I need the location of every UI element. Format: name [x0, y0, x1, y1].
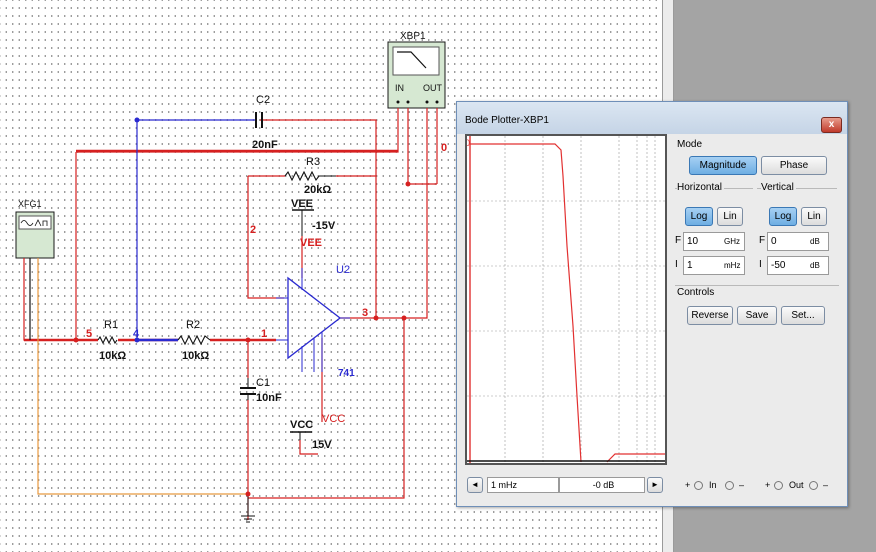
set-button[interactable]: Set...	[781, 306, 825, 325]
c2-label: C2	[256, 94, 270, 106]
schematic-wires: XBP1 IN OUT XFG1 C2 20nF R3 20kΩ VEE -15…	[15, 31, 447, 523]
node-3-label: 3	[362, 307, 368, 319]
xfg1-label: XFG1	[18, 199, 42, 209]
vee-voltage: -15V	[312, 220, 336, 232]
bode-plot-area[interactable]: 0	[465, 134, 667, 465]
r2-label: R2	[186, 319, 200, 331]
ground-symbol[interactable]	[241, 494, 255, 523]
out-plus-terminal-icon[interactable]	[774, 481, 783, 490]
out-minus-terminal-icon[interactable]	[809, 481, 818, 490]
waveform-icons	[20, 219, 48, 227]
c1-value: 10nF	[256, 392, 282, 404]
resistor-r3[interactable]	[284, 170, 336, 182]
magnitude-curve	[470, 143, 665, 463]
bode-in-plus-terminal[interactable]	[396, 100, 400, 104]
cursor-left-button[interactable]: ◄	[467, 477, 483, 493]
bode-instrument-curve-icon	[397, 51, 427, 69]
function-generator-display	[18, 215, 52, 230]
vertical-initial-input[interactable]: -50 dB	[767, 256, 829, 275]
r2-value: 10kΩ	[182, 350, 209, 362]
resistor-r1[interactable]	[97, 335, 118, 345]
controls-group-title: Controls	[677, 287, 715, 298]
cursor-right-button[interactable]: ►	[647, 477, 663, 493]
horizontal-final-input[interactable]: 10 GHz	[683, 232, 745, 251]
capacitor-c2[interactable]	[255, 112, 263, 128]
c1-label: C1	[256, 377, 270, 389]
horizontal-final-unit[interactable]: GHz	[724, 237, 740, 246]
vertical-group-title: Vertical	[761, 182, 796, 193]
opamp-model-label: 741	[338, 368, 355, 379]
horizontal-initial-label: I	[675, 259, 678, 270]
vertical-initial-value: -50	[771, 260, 786, 271]
save-button[interactable]: Save	[737, 306, 777, 325]
vee-label: VEE	[291, 198, 313, 210]
horizontal-group-title: Horizontal	[677, 182, 725, 193]
node-0-label: 0	[441, 142, 447, 154]
in-plus-terminal-icon[interactable]	[694, 481, 703, 490]
vertical-initial-label: I	[759, 259, 762, 270]
magnitude-button[interactable]: Magnitude	[689, 156, 757, 175]
vcc-label: VCC	[290, 419, 313, 431]
reverse-button[interactable]: Reverse	[687, 306, 733, 325]
r3-value: 20kΩ	[304, 184, 331, 196]
bode-window-title: Bode Plotter-XBP1	[465, 115, 549, 126]
horizontal-initial-unit[interactable]: mHz	[724, 261, 741, 270]
vcc-net-label: VCC	[322, 413, 345, 425]
horizontal-final-label: F	[675, 235, 682, 246]
cursor-label: 0	[467, 138, 470, 148]
in-minus-label: –	[739, 480, 745, 490]
vertical-final-value: 0	[771, 236, 777, 247]
bode-out-minus-terminal[interactable]	[435, 100, 439, 104]
bode-plot-svg: 0	[467, 136, 665, 463]
in-minus-terminal-icon[interactable]	[725, 481, 734, 490]
in-plus-label: +	[685, 480, 691, 490]
in-label: In	[709, 480, 717, 490]
vertical-final-unit[interactable]: dB	[810, 237, 820, 246]
bode-out-plus-terminal[interactable]	[425, 100, 429, 104]
xbp1-label: XBP1	[400, 31, 426, 42]
vertical-log-button[interactable]: Log	[769, 207, 797, 226]
horizontal-initial-value: 1	[687, 260, 693, 271]
frequency-readout: 1 mHz	[487, 477, 559, 493]
bode-plotter-window[interactable]: Bode Plotter-XBP1 x 0 Mode M	[456, 101, 848, 507]
horizontal-log-button[interactable]: Log	[685, 207, 713, 226]
node-1-label: 1	[261, 328, 267, 340]
out-label: Out	[789, 480, 804, 490]
u2-label: U2	[336, 264, 350, 276]
resistor-r2[interactable]	[177, 334, 211, 346]
mode-group-title: Mode	[677, 139, 703, 150]
opamp-u2[interactable]	[276, 268, 350, 372]
bode-out-label: OUT	[423, 83, 443, 93]
vertical-lin-button[interactable]: Lin	[801, 207, 827, 226]
capacitor-c1[interactable]	[240, 378, 256, 400]
horizontal-final-value: 10	[687, 236, 699, 247]
vertical-final-label: F	[759, 235, 766, 246]
bode-titlebar[interactable]: Bode Plotter-XBP1 x	[457, 102, 847, 134]
r1-value: 10kΩ	[99, 350, 126, 362]
vertical-final-input[interactable]: 0 dB	[767, 232, 829, 251]
horizontal-lin-button[interactable]: Lin	[717, 207, 743, 226]
out-plus-label: +	[765, 480, 771, 490]
node-5-label: 5	[86, 328, 92, 340]
bode-in-minus-terminal[interactable]	[406, 100, 410, 104]
bode-instrument-screen	[392, 46, 440, 76]
phase-button[interactable]: Phase	[761, 156, 827, 175]
r1-label: R1	[104, 319, 118, 331]
node-2-label: 2	[250, 224, 256, 236]
out-minus-label: –	[823, 480, 829, 490]
vee-net-label: VEE	[300, 237, 322, 249]
vcc-voltage: 15V	[312, 439, 332, 451]
gain-readout: -0 dB	[559, 477, 645, 493]
close-icon[interactable]: x	[821, 117, 842, 133]
node-4-label: 4	[133, 328, 140, 340]
horizontal-initial-input[interactable]: 1 mHz	[683, 256, 745, 275]
bode-in-label: IN	[395, 83, 404, 93]
r3-label: R3	[306, 156, 320, 168]
vertical-initial-unit[interactable]: dB	[810, 261, 820, 270]
c2-value: 20nF	[252, 139, 278, 151]
